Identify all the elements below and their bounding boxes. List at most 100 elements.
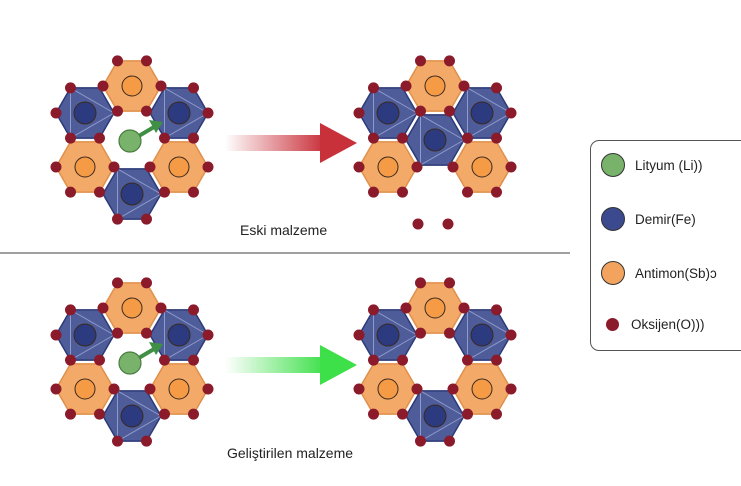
antimony-polyhedron — [405, 60, 465, 112]
oxygen-atom — [505, 107, 517, 119]
structure-after — [353, 55, 517, 230]
antimony-polyhedron — [55, 363, 115, 415]
antimony-atom — [377, 156, 399, 178]
oxygen-atom — [353, 107, 365, 119]
oxygen-atom — [202, 107, 214, 119]
legend-label: Antimon(Sb)ɔ — [635, 265, 717, 281]
oxygen-atom — [444, 105, 455, 117]
oxygen-atom — [112, 327, 123, 339]
oxygen-atom — [112, 213, 123, 225]
iron-polyhedron — [149, 87, 209, 139]
oxygen-atom — [368, 132, 379, 144]
oxygen-atom — [491, 408, 502, 420]
loose-oxygen-atom — [442, 218, 454, 230]
oxygen-atom — [397, 354, 408, 366]
oxygen-atom — [458, 80, 470, 92]
oxygen-atom — [353, 329, 365, 341]
oxygen-atom — [397, 408, 408, 420]
green-transition-arrow — [225, 345, 357, 385]
iron-polyhedron — [55, 87, 115, 139]
oxygen-atom — [159, 186, 170, 198]
oxygen-atom — [108, 383, 120, 395]
oxygen-atom — [444, 435, 455, 447]
iron-swatch-icon — [601, 207, 625, 231]
oxygen-atom — [188, 82, 199, 94]
oxygen-atom — [462, 186, 473, 198]
oxygen-atom — [97, 302, 109, 314]
iron-polyhedron — [405, 390, 465, 442]
oxygen-atom — [400, 302, 412, 314]
iron-polyhedron — [102, 168, 162, 220]
antimony-polyhedron — [149, 363, 209, 415]
oxygen-atom — [112, 105, 123, 117]
oxygen-atom — [65, 304, 76, 316]
caption-old-material: Eski malzeme — [240, 222, 328, 238]
oxygen-atom — [447, 383, 459, 395]
oxygen-atom — [97, 80, 109, 92]
oxygen-atom — [505, 161, 517, 173]
oxygen-atom — [491, 186, 502, 198]
iron-atom — [167, 101, 191, 125]
oxygen-atom — [94, 408, 105, 420]
oxygen-atom — [65, 408, 76, 420]
oxygen-atom — [368, 304, 379, 316]
iron-atom — [167, 323, 191, 347]
antimony-atom — [424, 75, 446, 97]
oxygen-atom — [188, 408, 199, 420]
caption-improved-material: Geliştirilen malzeme — [227, 445, 354, 461]
oxygen-atom — [368, 408, 379, 420]
arrowhead-icon — [149, 342, 163, 355]
oxygen-atom — [491, 82, 502, 94]
oxygen-atom — [202, 383, 214, 395]
structure-before — [50, 55, 214, 225]
oxygen-atom — [141, 327, 152, 339]
legend: Lityum (Li)) Demir(Fe) Antimon(Sb)ɔ Oksi… — [590, 140, 741, 351]
antimony-polyhedron — [358, 141, 418, 193]
iron-polyhedron — [149, 309, 209, 361]
iron-polyhedron — [452, 309, 512, 361]
antimony-polyhedron — [102, 60, 162, 112]
oxygen-atom — [462, 408, 473, 420]
legend-item-oxygen: Oksijen(O))) — [606, 317, 705, 332]
iron-atom — [73, 323, 97, 347]
oxygen-atom — [141, 55, 152, 67]
iron-polyhedron — [358, 309, 418, 361]
oxygen-atom — [397, 132, 408, 144]
antimony-atom — [424, 297, 446, 319]
legend-label: Oksijen(O))) — [631, 317, 705, 332]
oxygen-atom — [188, 186, 199, 198]
oxygen-atom — [141, 105, 152, 117]
antimony-atom — [471, 378, 493, 400]
oxygen-atom — [411, 161, 423, 173]
legend-item-lithium: Lityum (Li)) — [601, 153, 703, 177]
oxygen-atom — [415, 105, 426, 117]
iron-atom — [376, 101, 400, 125]
oxygen-atom — [188, 132, 199, 144]
oxygen-atom — [462, 354, 473, 366]
structure-after — [353, 277, 517, 447]
antimony-atom — [74, 378, 96, 400]
oxygen-atom — [491, 304, 502, 316]
antimony-atom — [168, 156, 190, 178]
oxygen-atom — [462, 132, 473, 144]
oxygen-atom — [94, 132, 105, 144]
oxygen-atom — [415, 277, 426, 289]
oxygen-atom — [415, 55, 426, 67]
iron-atom — [470, 323, 494, 347]
oxygen-atom — [144, 383, 156, 395]
oxygen-atom — [444, 277, 455, 289]
iron-atom — [423, 404, 447, 428]
iron-atom — [73, 101, 97, 125]
antimony-atom — [168, 378, 190, 400]
antimony-atom — [121, 75, 143, 97]
iron-polyhedron — [452, 87, 512, 139]
oxygen-atom — [159, 354, 170, 366]
antimony-polyhedron — [452, 363, 512, 415]
legend-label: Lityum (Li)) — [635, 157, 703, 173]
structure-before — [50, 277, 214, 447]
iron-polyhedron — [358, 87, 418, 139]
oxygen-atom — [188, 354, 199, 366]
oxygen-atom — [397, 186, 408, 198]
oxygen-atom — [188, 304, 199, 316]
iron-atom — [470, 101, 494, 125]
